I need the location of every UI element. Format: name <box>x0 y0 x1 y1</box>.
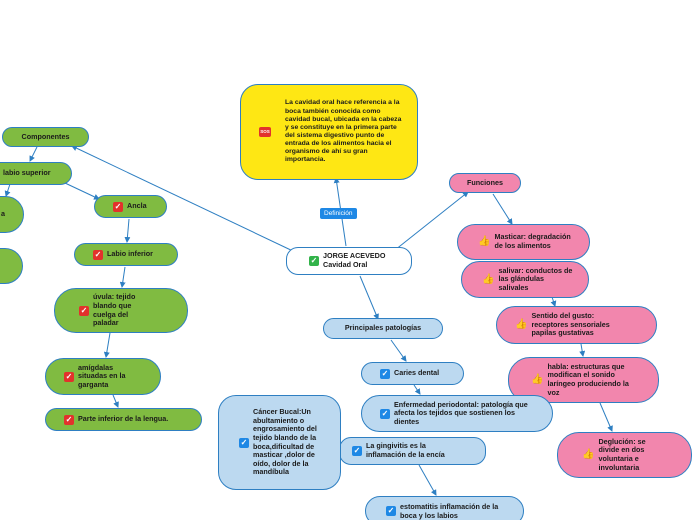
uvula-text: úvula: tejido blando que cuelga del pala… <box>93 292 136 328</box>
caries-text: Caries dental <box>394 368 440 378</box>
link-gingivitis-estomatitis <box>418 464 437 496</box>
checkbox-red-icon: ✓ <box>113 201 123 212</box>
patologias-node[interactable]: Principales patologías <box>323 318 443 339</box>
checkbox-blue-icon: ✓ <box>386 506 396 516</box>
labio-inferior-text: Labio inferior <box>107 249 153 259</box>
thumbs-up-icon: 👍 <box>482 273 495 285</box>
link-habla-deglucion <box>599 402 613 432</box>
link-patologias-caries <box>390 339 407 362</box>
link-labio-superior-ancla <box>64 182 100 200</box>
labio-superior-node[interactable]: labio superior <box>0 162 72 185</box>
caries-node[interactable]: ✓ Caries dental <box>361 362 464 385</box>
thumbs-up-icon: 👍 <box>478 236 491 247</box>
definition-text: La cavidad oral hace referencia a la boc… <box>285 99 402 164</box>
gusto-text: Sentido del gusto: receptores sensoriale… <box>531 311 610 338</box>
checkbox-blue-icon: ✓ <box>380 368 390 379</box>
masticar-node[interactable]: 👍 Masticar: degradación de los alimentos <box>457 224 590 260</box>
thumbs-up-icon: 👍 <box>582 449 595 460</box>
link-uvula-amigdalas <box>103 332 111 358</box>
gusto-node[interactable]: 👍 Sentido del gusto: receptores sensoria… <box>496 306 657 344</box>
link-labio-superior-left1 <box>4 183 11 197</box>
thumbs-up-icon: 👍 <box>531 374 544 385</box>
amigdalas-node[interactable]: ✓ amígdalas situadas en la garganta <box>45 358 161 395</box>
checkbox-red-icon: ✓ <box>64 371 74 382</box>
link-ancla-labio-inferior <box>124 218 131 243</box>
link-amigdalas-parte-inferior <box>112 394 119 408</box>
periodontal-text: Enfermedad periodontal: patología que af… <box>394 399 528 426</box>
parte-inferior-node[interactable]: ✓ Parte inferior de la lengua. <box>45 408 202 431</box>
link-center-patologias <box>359 275 379 320</box>
definition-node[interactable]: SOS La cavidad oral hace referencia a la… <box>240 84 418 180</box>
funciones-text: Funciones <box>467 177 503 187</box>
masticar-text: Masticar: degradación de los alimentos <box>494 232 571 250</box>
definition-label: Definición <box>320 208 357 219</box>
estomatitis-node[interactable]: ✓ estomatitis inflamación de la boca y l… <box>365 496 524 520</box>
link-gusto-habla <box>579 343 586 357</box>
periodontal-node[interactable]: ✓ Enfermedad periodontal: patología que … <box>361 395 553 432</box>
link-componentes-labio-superior <box>29 146 38 162</box>
center-node[interactable]: ✓ JORGE ACEVEDO Cavidad Oral <box>286 247 412 275</box>
thumbs-up-icon: 👍 <box>515 319 528 330</box>
funciones-node[interactable]: Funciones <box>449 173 521 193</box>
checkbox-red-icon: ✓ <box>93 249 103 260</box>
componentes-node[interactable]: Componentes <box>2 127 89 147</box>
checkbox-green-icon: ✓ <box>309 256 319 266</box>
componentes-text: Componentes <box>21 131 70 141</box>
deglucion-text: Deglución: se divide en dos voluntaria e… <box>598 436 646 472</box>
ancla-text: Ancla <box>127 201 147 211</box>
patologias-text: Principales patologías <box>344 323 422 333</box>
labio-superior-text: labio superior <box>3 168 51 178</box>
ancla-node[interactable]: ✓ Ancla <box>94 195 167 218</box>
checkbox-blue-icon: ✓ <box>239 437 249 448</box>
checkbox-red-icon: ✓ <box>79 305 89 316</box>
parte-inferior-text: Parte inferior de la lengua. <box>78 414 169 424</box>
cancer-text: Cáncer Bucal:Un abultamiento o engrosami… <box>253 406 317 477</box>
labio-inferior-node[interactable]: ✓ Labio inferior <box>74 243 178 266</box>
link-labio-inferior-uvula <box>119 266 126 288</box>
checkbox-red-icon: ✓ <box>64 414 74 425</box>
link-salivar-gusto <box>550 296 557 307</box>
link-caries-periodontal <box>413 384 421 395</box>
uvula-node[interactable]: ✓ úvula: tejido blando que cuelga del pa… <box>54 288 188 333</box>
link-center-funciones <box>394 191 469 251</box>
left-partial-1-text: a <box>1 209 5 219</box>
checkbox-blue-icon: ✓ <box>380 408 390 419</box>
sos-icon: SOS <box>259 127 271 137</box>
habla-text: habla: estructuras que modifican el soni… <box>547 361 629 397</box>
deglucion-node[interactable]: 👍 Deglución: se divide en dos voluntaria… <box>557 432 692 478</box>
link-center-componentes <box>71 145 296 253</box>
checkbox-blue-icon: ✓ <box>352 446 362 456</box>
cancer-node[interactable]: ✓ Cáncer Bucal:Un abultamiento o engrosa… <box>218 395 341 490</box>
salivar-node[interactable]: 👍 salivar: conductos de las glándulas sa… <box>461 261 589 298</box>
amigdalas-text: amígdalas situadas en la garganta <box>78 362 126 389</box>
gingivitis-node[interactable]: ✓ La gingivitis es la inflamación de la … <box>339 437 486 465</box>
link-funciones-masticar <box>492 193 513 225</box>
salivar-text: salivar: conductos de las glándulas sali… <box>498 265 573 292</box>
center-text: JORGE ACEVEDO Cavidad Oral <box>323 251 386 269</box>
estomatitis-text: estomatitis inflamación de la boca y los… <box>400 502 499 520</box>
gingivitis-text: La gingivitis es la inflamación de la en… <box>366 441 445 459</box>
